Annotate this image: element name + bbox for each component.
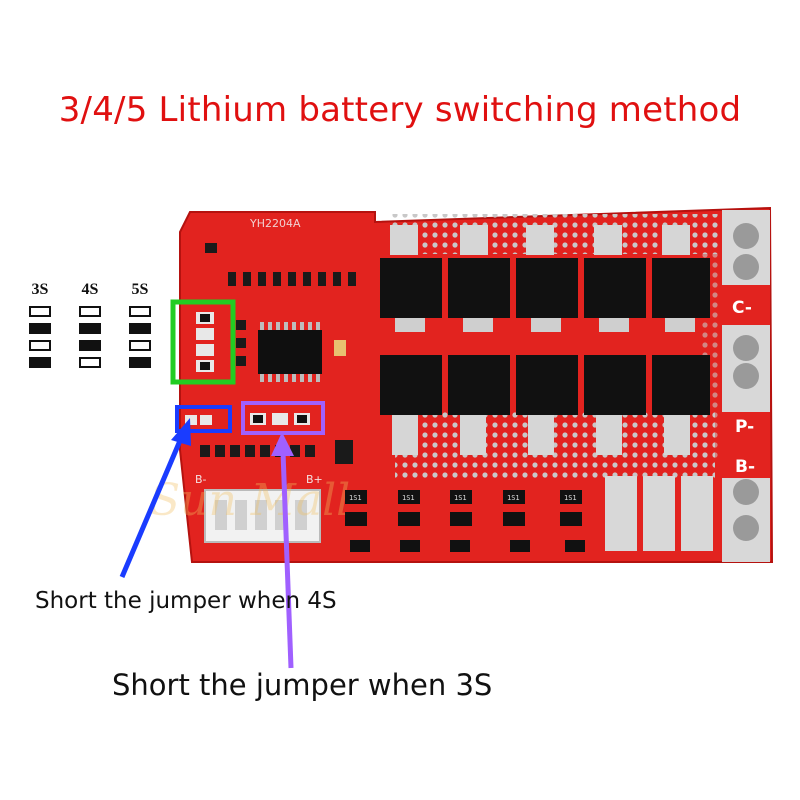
legend-pad [29,340,51,351]
legend-pad [129,306,151,317]
legend-header-3s: 3S [31,281,49,298]
legend-pad [79,357,101,368]
legend-column-5s: 5S [120,280,160,368]
protection-ic [258,330,322,374]
caption-3s-jumper: Short the jumper when 3S [112,668,493,702]
board-model-label: YH2204A [249,217,301,230]
terminal-label-b-minus: B- [735,457,755,477]
pin-label-b-plus: B+ [306,473,323,486]
legend-pad-shorted [79,323,101,334]
caption-4s-jumper: Short the jumper when 4S [35,588,337,614]
legend-pad-shorted [29,357,51,368]
chip-label: 1S1 [564,494,577,502]
legend-column-4s: 4S [70,280,110,368]
blue-arrow-head [171,418,191,446]
page-title: 3/4/5 Lithium battery switching method [58,90,742,130]
legend-pad-shorted [29,323,51,334]
terminal-label-p-minus: P- [735,417,754,437]
chip-label: 1S1 [454,494,467,502]
chip-label: 1S1 [507,494,520,502]
mosfet-tabs-top [390,225,690,255]
blue-highlight-box [175,405,232,433]
purple-highlight-box [241,401,325,435]
terminal-holes [733,223,759,541]
legend-header-5s: 5S [131,281,149,298]
chip-label: 1S1 [402,494,415,502]
via-area [395,408,715,478]
shunt-resistors [605,476,713,551]
watermark: Sun Mall [150,475,350,526]
jumper-legend: 3S 4S 5S [12,280,180,390]
legend-header-4s: 4S [81,281,99,298]
legend-pad [29,306,51,317]
green-highlight-box [170,299,236,385]
legend-pad [79,306,101,317]
legend-pad-shorted [129,323,151,334]
smd-components [200,243,356,464]
blue-arrow [119,435,185,578]
legend-pad [129,340,151,351]
balance-chips [345,490,582,526]
chip-label: 1S1 [349,494,362,502]
mosfet-row-top [380,258,710,318]
pin-label-b-minus: B- [195,473,207,486]
mosfet-row-bottom [380,355,710,415]
legend-pad-shorted [129,357,151,368]
legend-pad-shorted [79,340,101,351]
terminal-label-c-minus: C- [732,298,752,318]
purple-arrow-head [271,432,294,456]
purple-arrow [280,451,294,669]
legend-column-3s: 3S [20,280,60,368]
